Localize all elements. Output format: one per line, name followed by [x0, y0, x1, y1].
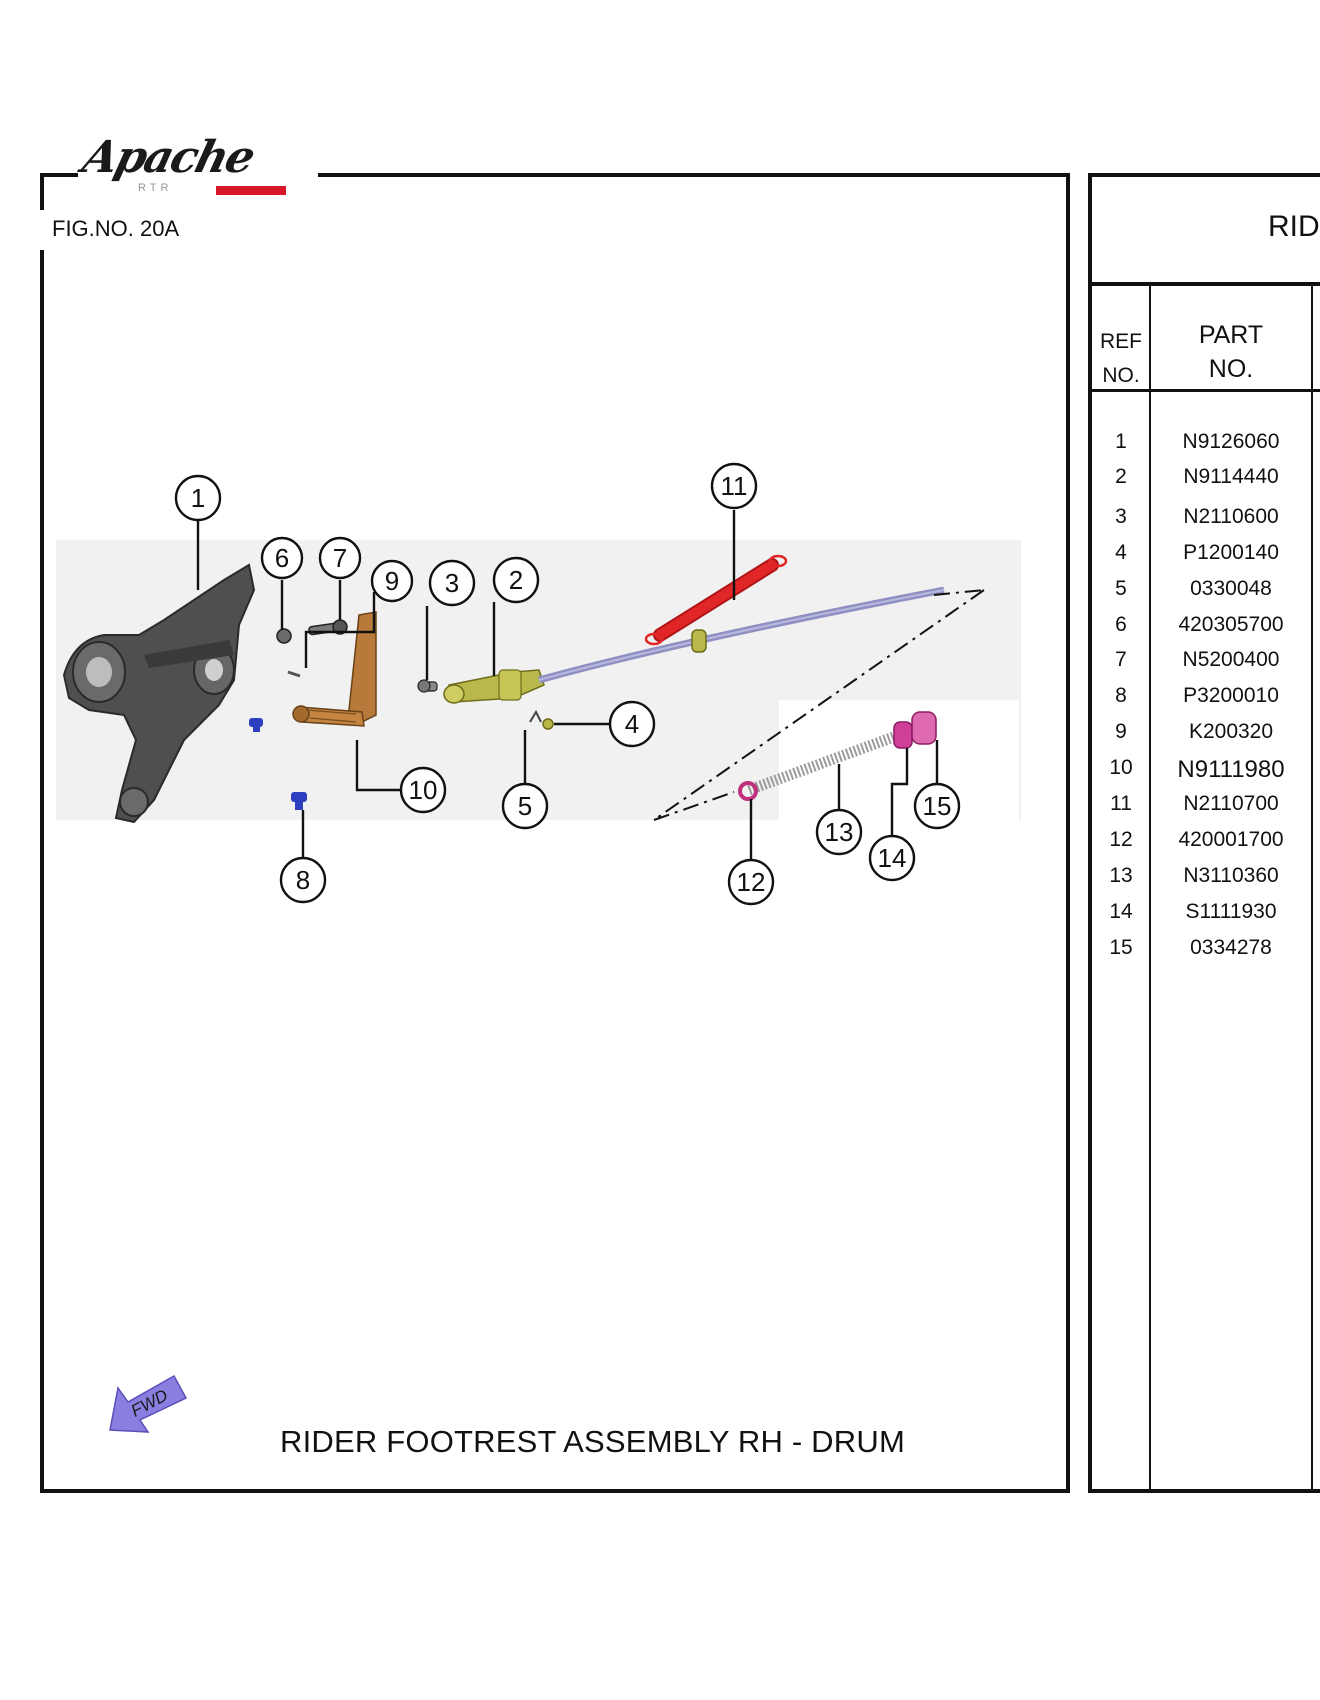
row-part-no: N9126060: [1182, 430, 1280, 453]
row-part-no: N9111980: [1177, 756, 1285, 783]
logo-red-bar: [216, 186, 286, 195]
figure-frame: [40, 173, 1070, 1493]
svg-text:13: 13: [825, 817, 854, 847]
row-part-no: P1200140: [1183, 541, 1279, 564]
callout-11: 11: [710, 462, 758, 510]
svg-text:12: 12: [737, 867, 766, 897]
callout-7: 7: [318, 536, 362, 580]
table-column-divider-2: [1311, 282, 1313, 1493]
washer-12: [738, 781, 758, 801]
row-part-no: 0334278: [1190, 936, 1272, 959]
footrest-bracket: [62, 563, 256, 824]
callout-2: 2: [492, 556, 540, 604]
row-part-no: K200320: [1188, 720, 1274, 743]
figure-caption: RIDER FOOTREST ASSEMBLY RH - DRUM: [280, 1424, 905, 1459]
brake-arm: [443, 669, 545, 704]
row-part-no: N2110600: [1183, 505, 1279, 528]
callout-12: 12: [727, 858, 775, 906]
row-ref-no: 10: [1109, 756, 1133, 779]
callout-8: 8: [279, 856, 327, 904]
row-ref-no: 5: [1115, 577, 1127, 600]
bolt-blue-small: [249, 718, 263, 732]
callout-4: 4: [608, 700, 656, 748]
row-part-no: N5200400: [1182, 648, 1280, 671]
collar-14-15: [893, 711, 937, 749]
row-part-no: S1111930: [1185, 900, 1277, 923]
callout-5: 5: [501, 782, 549, 830]
fwd-arrow-icon: FWD: [109, 1374, 188, 1433]
row-ref-no: 6: [1115, 613, 1127, 636]
row-ref-no: 1: [1115, 430, 1127, 453]
row-ref-no: 2: [1115, 465, 1127, 488]
svg-text:9: 9: [385, 566, 399, 596]
svg-text:15: 15: [923, 791, 952, 821]
table-column-divider: [1149, 282, 1151, 1493]
callout-6: 6: [260, 536, 304, 580]
figure-number: FIG.NO. 20A: [52, 216, 180, 241]
row-part-no: N3110360: [1183, 864, 1279, 887]
row-ref-no: 14: [1109, 900, 1133, 923]
row-ref-no: 13: [1109, 864, 1133, 887]
footrest-lever: [292, 611, 377, 727]
row-part-no: N2110700: [1183, 792, 1279, 815]
washer-4: [542, 718, 554, 730]
svg-text:10: 10: [409, 775, 438, 805]
callout-15: 15: [913, 782, 961, 830]
svg-text:3: 3: [445, 568, 459, 598]
pin-9: [287, 670, 301, 678]
frame-gap: [36, 210, 48, 250]
table-header-bottom-line: [1088, 389, 1320, 392]
column-header-part-no: PART NO.: [1198, 321, 1264, 383]
callout-14: 14: [868, 834, 916, 882]
svg-text:1: 1: [191, 483, 205, 513]
callout-1: 1: [174, 474, 222, 522]
svg-text:7: 7: [333, 543, 347, 573]
row-part-no: 420001700: [1178, 828, 1284, 851]
row-ref-no: 8: [1115, 684, 1127, 707]
callout-13: 13: [815, 808, 863, 856]
row-part-no: N9114440: [1183, 465, 1279, 488]
row-part-no: 420305700: [1178, 613, 1284, 636]
table-title: RID: [1268, 210, 1320, 243]
exploded-diagram: 1 6 7 9 3 2 11 4 5 10 8 12 13 14 15: [56, 462, 1021, 906]
apache-logo: Apache RTR: [78, 132, 318, 208]
row-ref-no: 7: [1115, 648, 1127, 671]
parts-table-frame: [1088, 173, 1320, 1493]
split-pin-5: [529, 709, 542, 723]
logo-subtext: RTR: [138, 182, 173, 194]
table-header-top-line: [1088, 282, 1320, 286]
column-header-ref-no: REF NO.: [1100, 330, 1142, 387]
row-part-no: 0330048: [1190, 577, 1272, 600]
row-ref-no: 4: [1115, 541, 1127, 564]
svg-text:11: 11: [721, 471, 748, 501]
bolt-6: [276, 628, 292, 644]
row-ref-no: 11: [1110, 792, 1132, 815]
spring-11-red: [644, 554, 788, 646]
logo-subline: RTR: [138, 182, 308, 196]
row-ref-no: 9: [1115, 720, 1127, 743]
svg-text:2: 2: [509, 565, 523, 595]
row-ref-no: 3: [1115, 505, 1127, 528]
spring-13: [747, 729, 901, 796]
row-ref-no: 15: [1109, 936, 1133, 959]
bolt-8-blue: [291, 792, 307, 810]
callout-10: 10: [399, 766, 447, 814]
svg-text:14: 14: [878, 843, 907, 873]
svg-text:5: 5: [518, 791, 532, 821]
rod-clip: [691, 629, 707, 653]
callout-9: 9: [370, 559, 414, 603]
svg-text:8: 8: [296, 865, 310, 895]
logo-wordmark: Apache: [77, 132, 259, 183]
row-ref-no: 12: [1109, 828, 1133, 851]
svg-text:4: 4: [625, 709, 639, 739]
svg-text:6: 6: [275, 543, 289, 573]
bolt-3: [417, 679, 438, 693]
callout-3: 3: [428, 559, 476, 607]
row-part-no: P3200010: [1183, 684, 1279, 707]
